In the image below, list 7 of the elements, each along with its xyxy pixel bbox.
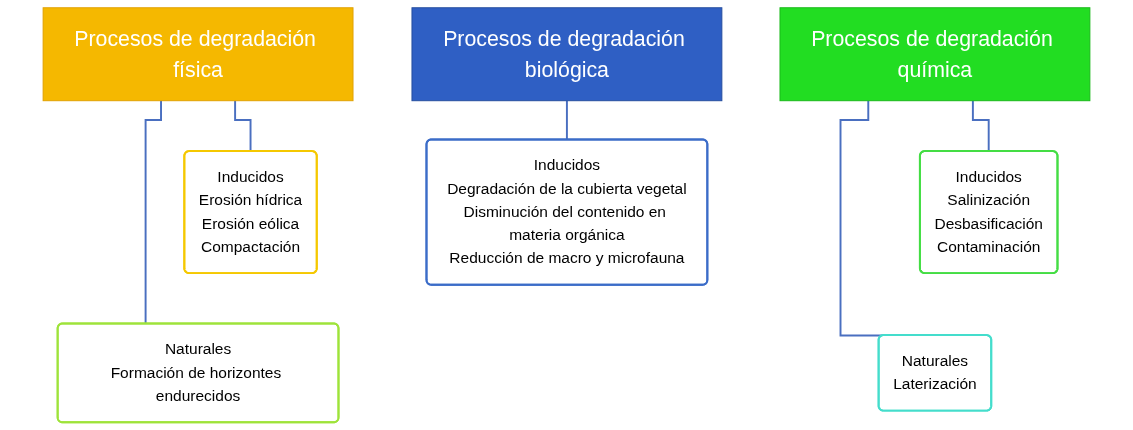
node-box: Procesos de degradación biológica xyxy=(411,7,723,102)
connector xyxy=(144,99,162,325)
connector xyxy=(234,99,252,153)
node-box: Procesos de degradación química xyxy=(779,7,1091,102)
connector xyxy=(565,99,569,141)
connector xyxy=(971,99,991,153)
node-box: Procesos de degradación física xyxy=(42,7,354,102)
